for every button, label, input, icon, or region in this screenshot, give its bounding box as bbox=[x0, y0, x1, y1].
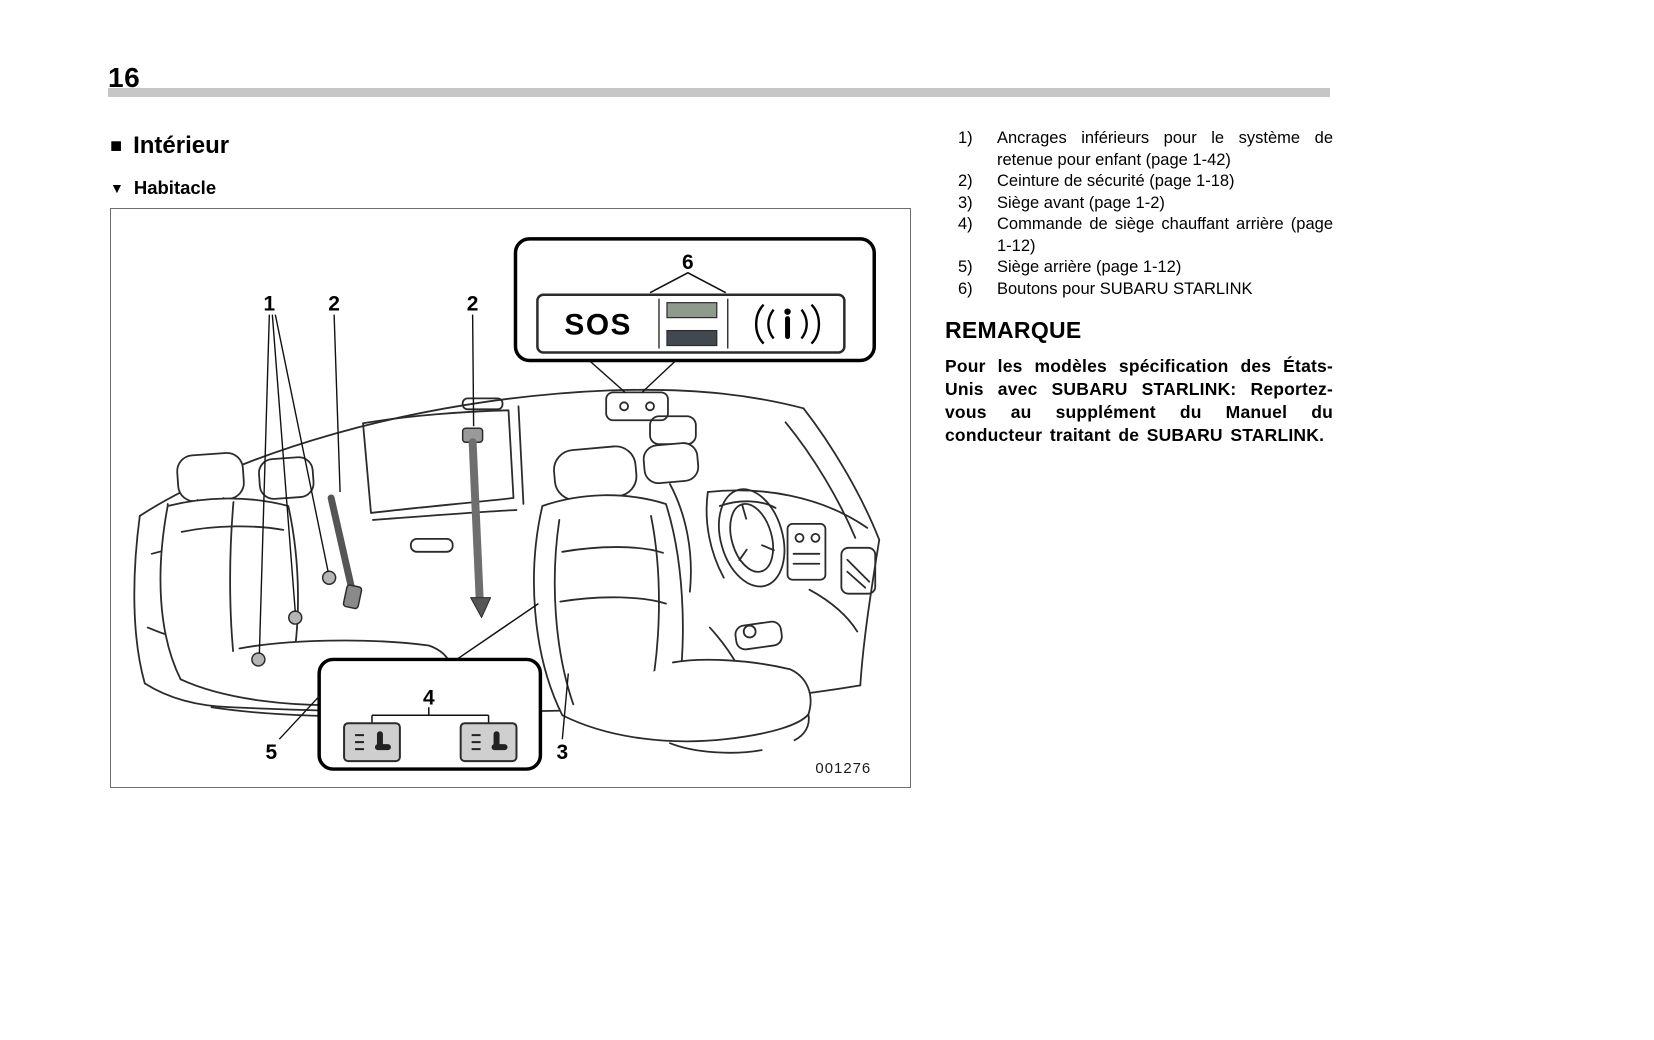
sos-indicator-top bbox=[666, 302, 718, 319]
center-stack bbox=[786, 523, 827, 581]
lower-anchor bbox=[321, 570, 337, 585]
sos-button-panel bbox=[536, 293, 846, 354]
interior-line-art: SOS bbox=[133, 237, 881, 777]
callout-4-branches bbox=[371, 707, 490, 724]
triangle-bullet-icon: ▼ bbox=[110, 180, 124, 196]
legend-item-number: 5) bbox=[958, 258, 973, 276]
legend-item-number: 2) bbox=[958, 172, 973, 190]
sos-indicator-bottom bbox=[666, 329, 718, 347]
seatbelt-buckle bbox=[342, 584, 363, 610]
legend-item-text: Ancrages inférieurs pour le système de r… bbox=[997, 129, 1333, 169]
callout-6-pointer bbox=[649, 271, 727, 294]
lower-anchor bbox=[251, 652, 266, 667]
figure-code: 001276 bbox=[815, 760, 871, 777]
seat-glyph-icon bbox=[493, 731, 500, 748]
legend-item-3: 3) Siège avant (page 1-2) bbox=[945, 193, 1333, 215]
callout-3: 3 bbox=[557, 741, 569, 764]
callout-2b: 2 bbox=[467, 293, 479, 316]
door-speaker bbox=[840, 546, 877, 595]
belt-tongue bbox=[470, 597, 492, 619]
callout-2a: 2 bbox=[328, 293, 340, 316]
legend-list: 1) Ancrages inférieurs pour le système d… bbox=[945, 128, 1333, 300]
page-number: 16 bbox=[108, 62, 141, 93]
heater-inset bbox=[317, 603, 543, 771]
car-body-lines bbox=[133, 388, 881, 713]
overhead-console bbox=[605, 391, 669, 422]
section-title-text: Intérieur bbox=[133, 132, 230, 159]
legend-item-text: Siège arrière (page 1-12) bbox=[997, 258, 1182, 276]
seat-heater-button-left bbox=[343, 722, 401, 763]
legend-item-4: 4) Commande de siège chauffant arrière (… bbox=[945, 214, 1333, 257]
header-rule bbox=[108, 88, 1330, 97]
legend-item-text: Siège avant (page 1-2) bbox=[997, 193, 1165, 212]
legend-item-number: 3) bbox=[958, 193, 973, 212]
callout-lines bbox=[258, 314, 677, 740]
legend-item-text: Ceinture de sécurité (page 1-18) bbox=[997, 172, 1235, 190]
legend-column: 1) Ancrages inférieurs pour le système d… bbox=[945, 128, 1333, 447]
steering-wheel bbox=[718, 488, 786, 588]
front-seat bbox=[533, 442, 812, 754]
rear-seatbelt-strap bbox=[327, 494, 355, 590]
legend-item-number: 4) bbox=[958, 215, 973, 233]
remark-body: Pour les modèles spécification des États… bbox=[945, 356, 1333, 445]
legend-item-number: 1) bbox=[958, 129, 973, 147]
legend-item-text: Boutons pour SUBARU STARLINK bbox=[997, 279, 1253, 298]
legend-item-text: Commande de siège chauffant arrière (pag… bbox=[997, 215, 1333, 255]
subsection-title-text: Habitacle bbox=[133, 177, 217, 198]
heater-inset-pointer bbox=[456, 603, 539, 661]
callout-5: 5 bbox=[266, 741, 278, 764]
remark-title: REMARQUE bbox=[945, 317, 1082, 343]
legend-item-5: 5) Siège arrière (page 1-12) bbox=[945, 257, 1333, 279]
seat-heater-button-right bbox=[459, 722, 518, 763]
seatbelts bbox=[251, 427, 492, 667]
i-call-signal-icon bbox=[754, 303, 821, 345]
legend-item-6: 6) Boutons pour SUBARU STARLINK bbox=[945, 279, 1333, 301]
sos-label: SOS bbox=[564, 309, 632, 342]
subsection-title-habitacle: ▼ Habitacle bbox=[110, 177, 216, 199]
legend-item-1: 1) Ancrages inférieurs pour le système d… bbox=[945, 128, 1333, 171]
callout-1: 1 bbox=[264, 293, 276, 316]
callout-4: 4 bbox=[423, 686, 435, 709]
section-title-interieur: ■ Intérieur bbox=[110, 132, 229, 160]
lower-anchor bbox=[288, 610, 303, 625]
callout-6: 6 bbox=[682, 251, 694, 274]
legend-item-2: 2) Ceinture de sécurité (page 1-18) bbox=[945, 171, 1333, 193]
square-bullet-icon: ■ bbox=[110, 135, 123, 157]
seat-glyph-icon bbox=[376, 731, 383, 748]
legend-item-number: 6) bbox=[958, 279, 973, 298]
interior-diagram: SOS bbox=[110, 208, 911, 788]
center-seatbelt-strap bbox=[468, 438, 484, 602]
sos-inset: SOS bbox=[513, 237, 876, 363]
